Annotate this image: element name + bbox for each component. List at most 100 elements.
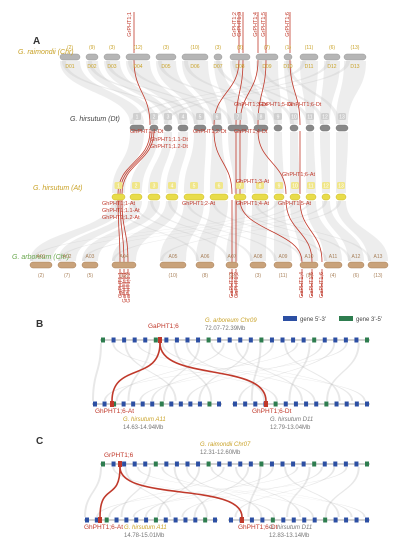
- at-number: 8: [259, 184, 262, 190]
- forward-gene: [196, 337, 201, 343]
- arboreum-count: (11): [279, 273, 288, 279]
- synteny-band: [232, 61, 310, 124]
- arboreum-count: (4): [330, 273, 336, 279]
- forward-gene: [291, 337, 296, 343]
- arboreum-label: G. arboreum (Chr): [12, 254, 69, 261]
- micro-synteny-link: [92, 343, 102, 401]
- dt-gene-label: GhPHT1;5-Dt: [259, 102, 293, 108]
- arboreum-count: (6): [353, 273, 359, 279]
- raimondii-chr-label: D04: [133, 64, 142, 70]
- at-chromosome-1: [111, 193, 126, 201]
- arboreum-count: (7): [64, 273, 70, 279]
- synteny-band: [104, 61, 172, 124]
- raimondii-chr-label: D02: [87, 64, 96, 70]
- panel-c-left-range: 14.78-15.01Mb: [124, 533, 165, 539]
- panel-a-pht1-links: [117, 12, 323, 296]
- raimondii-chr-label: D13: [350, 64, 359, 70]
- at-number: 6: [218, 184, 221, 190]
- synteny-band: [164, 61, 350, 124]
- raimondii-chromosome-8: [229, 53, 251, 61]
- pht1-link: [299, 199, 323, 263]
- raimondii-count: (9): [89, 45, 95, 51]
- forward-gene: [354, 337, 359, 343]
- forward-gene: [280, 461, 285, 467]
- reverse-gene: [101, 461, 105, 467]
- raimondii-chr-label: D11: [305, 64, 314, 70]
- pht1-link: [257, 130, 287, 195]
- micro-synteny-link: [112, 467, 276, 517]
- micro-synteny-link: [284, 343, 341, 401]
- synteny-band: [148, 132, 172, 193]
- forward-gene: [333, 337, 338, 343]
- synteny-band: [30, 201, 125, 261]
- forward-gene: [301, 337, 306, 343]
- raimondii-chromosome-2: [85, 53, 99, 61]
- dt-gene-label: GhPHT1;6-Dt: [288, 102, 322, 108]
- raimondii-chromosome-11: [299, 53, 319, 61]
- raimondii-chromosome-7: [213, 53, 223, 61]
- raimondii-count: (1): [285, 45, 291, 51]
- forward-gene: [132, 461, 137, 467]
- at-number-box: [150, 182, 158, 189]
- at-number: 3: [153, 184, 156, 190]
- reverse-gene: [323, 517, 328, 523]
- at-chromosome-13: [335, 193, 347, 201]
- raimondii-count: (6): [329, 45, 335, 51]
- panel-b-right-gene: GhPHT1;6-Dt: [252, 408, 292, 415]
- synteny-band: [306, 132, 316, 193]
- focal-gene: [264, 401, 268, 407]
- arboreum-chromosome-7: [225, 261, 239, 269]
- dt-gene-label: GhPHT1;4-Dt: [234, 129, 268, 135]
- raimondii-chr-label: D12: [327, 64, 336, 70]
- arboreum-chr-label: A04: [120, 254, 129, 260]
- synteny-band: [182, 61, 222, 124]
- synteny-band: [254, 201, 371, 261]
- synteny-band: [284, 61, 298, 124]
- forward-gene: [238, 461, 243, 467]
- dt-chromosome-row: [129, 124, 349, 132]
- top-gene-label: GrPHT1;3: [237, 12, 243, 37]
- panel-b-right-range: 12.79-13.04Mb: [270, 425, 311, 431]
- forward-gene: [93, 401, 97, 407]
- forward-gene: [227, 337, 232, 343]
- forward-gene: [185, 337, 190, 343]
- synteny-band: [130, 61, 306, 124]
- bottom-gene-label: GaPHT1;2: [234, 272, 240, 298]
- forward-gene: [193, 517, 198, 523]
- top-gene-label: GrPHT1;2: [232, 12, 238, 37]
- micro-synteny-link: [210, 343, 354, 401]
- legend-forward-swatch: [283, 316, 297, 321]
- synteny-band: [184, 61, 278, 124]
- forward-gene: [344, 517, 349, 523]
- arboreum-count: (2): [38, 273, 44, 279]
- forward-gene: [169, 401, 174, 407]
- arboreum-count: (3): [229, 273, 235, 279]
- bottom-gene-label: GaPHT1;4: [299, 272, 305, 298]
- micro-synteny-link: [181, 467, 323, 517]
- micro-synteny-link: [112, 343, 278, 401]
- at-gene-label: GhPHT1;6-At: [282, 172, 315, 178]
- synteny-band: [112, 132, 144, 193]
- dt-number: 13: [339, 115, 345, 121]
- legend-reverse-swatch: [339, 316, 353, 321]
- forward-gene: [134, 517, 139, 523]
- micro-synteny-link: [103, 343, 299, 401]
- forward-gene: [122, 461, 127, 467]
- bottom-gene-label: GaPHT1;1: [118, 272, 124, 298]
- forward-gene: [150, 401, 155, 407]
- at-chromosome-2: [129, 193, 143, 201]
- raimondii-chromosome-4: [125, 53, 151, 61]
- at-label: G. hirsutum (At): [33, 185, 82, 192]
- panel-b-microsynteny: [92, 337, 370, 407]
- panel-b-left-species: G. hirsutum A11: [123, 417, 166, 423]
- forward-gene: [333, 461, 338, 467]
- micro-synteny-link: [124, 467, 172, 517]
- dt-chromosome-9: [273, 124, 283, 132]
- synteny-band: [112, 201, 327, 261]
- reverse-gene: [259, 337, 264, 343]
- synteny-band: [210, 132, 228, 193]
- micro-synteny-link: [284, 467, 340, 517]
- panel-c-top-species: G. raimondii Chr07: [200, 442, 251, 448]
- dt-number: 10: [291, 115, 297, 121]
- focal-gene-link: [119, 466, 243, 518]
